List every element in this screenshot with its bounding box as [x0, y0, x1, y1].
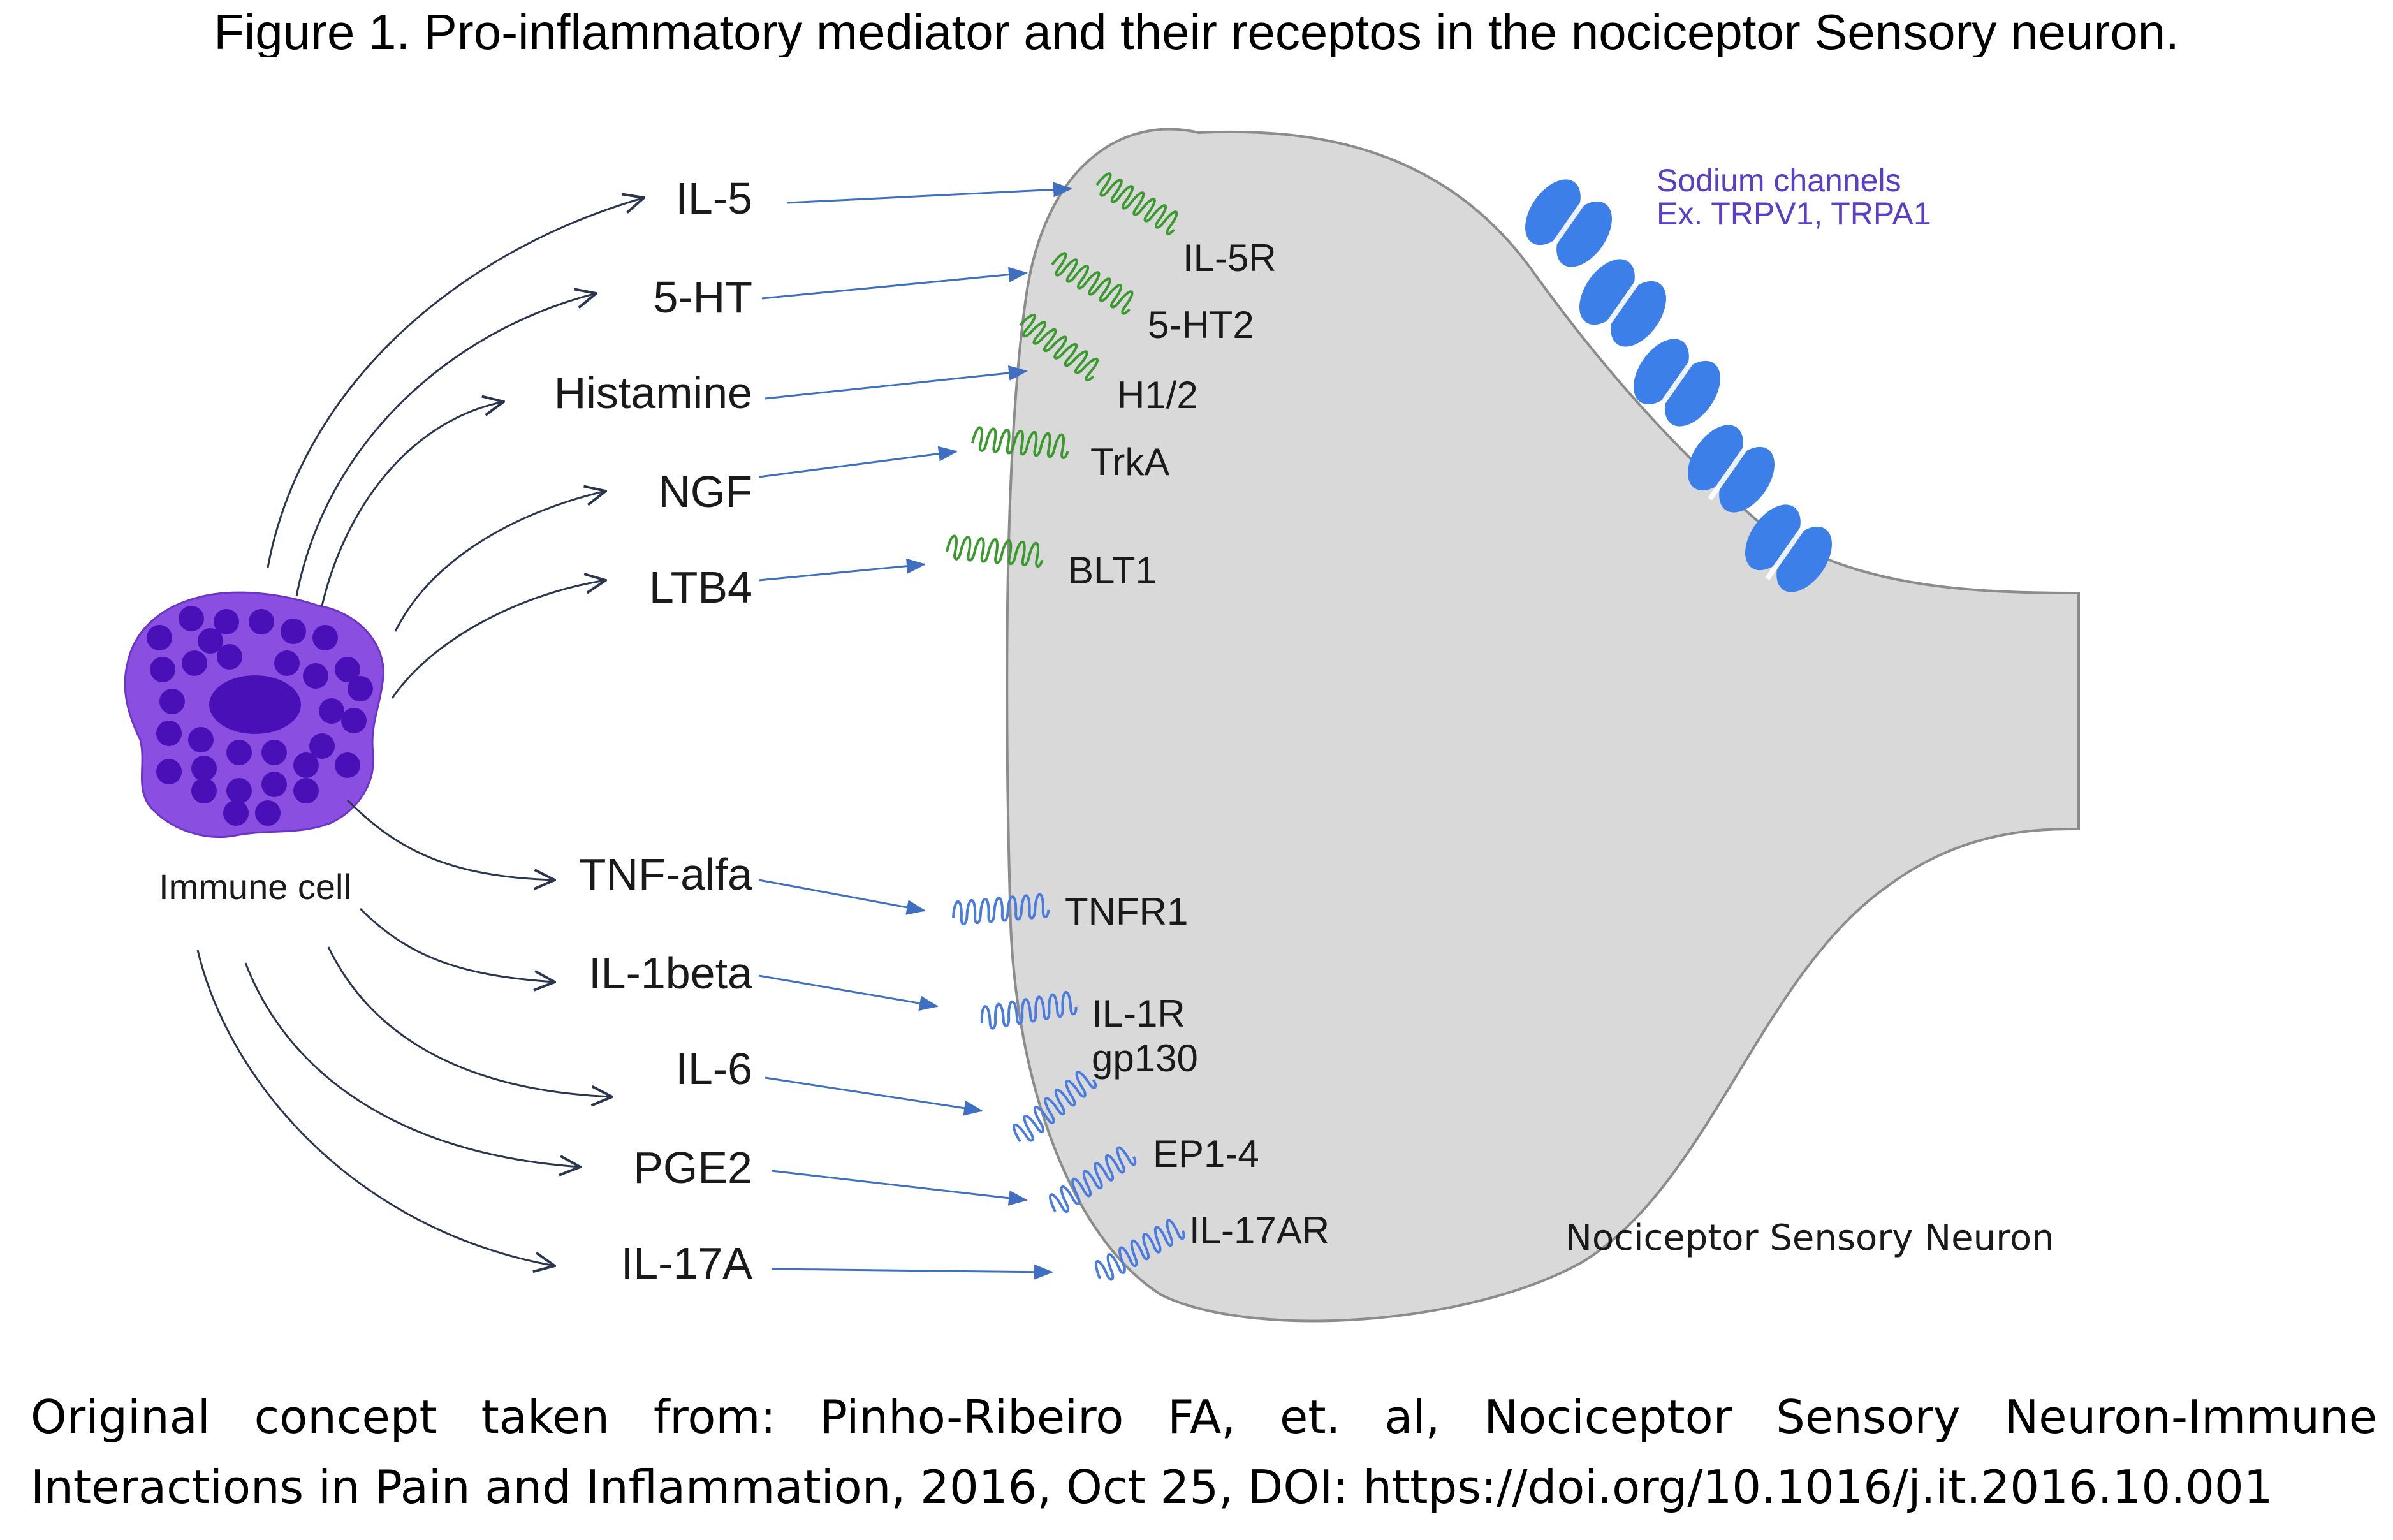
cell-granule	[156, 721, 182, 746]
receptor-label-blt1: BLT1	[1068, 549, 1157, 592]
cell-granule	[217, 644, 242, 670]
sodium-channel	[1745, 504, 1832, 592]
cell-granule	[223, 800, 249, 826]
cell-granule	[341, 708, 367, 733]
cell-granule	[249, 609, 274, 634]
binding-arrow	[758, 446, 958, 478]
cell-granule	[281, 619, 306, 644]
cell-granule	[179, 606, 204, 631]
cell-granule	[303, 663, 328, 689]
mediator-label-pge2: PGE2	[633, 1143, 752, 1192]
receptor-label-trka: TrkA	[1090, 441, 1169, 483]
cell-granule	[191, 778, 217, 803]
cell-granule	[150, 657, 175, 682]
cell-granule	[335, 752, 360, 778]
cell-granule	[274, 650, 300, 676]
cell-granule	[312, 625, 338, 650]
mediator-release-arrow	[394, 491, 606, 632]
binding-arrow	[765, 365, 1028, 400]
mediator-label-histamine: Histamine	[554, 368, 752, 418]
binding-arrow	[758, 879, 926, 915]
receptor-label-il1r: IL-1R	[1092, 992, 1185, 1035]
immune-cell	[124, 591, 384, 839]
cell-granule	[182, 650, 207, 676]
caption-line-1: Original concept taken from: Pinho-Ribei…	[31, 1390, 2377, 1444]
neuron-label: Nociceptor Sensory Neuron	[1565, 1217, 2054, 1259]
receptor-icon	[1013, 1071, 1097, 1143]
immune-cell-label: Immune cell	[159, 867, 351, 907]
mediator-label-5ht: 5-HT	[653, 272, 752, 322]
receptor-label-gp130: gp130	[1092, 1037, 1198, 1080]
receptor-label-il5r: IL-5R	[1183, 237, 1277, 279]
receptor-icon	[952, 893, 1050, 926]
receptor-icon	[1019, 313, 1099, 382]
cell-granule	[348, 676, 373, 701]
binding-arrow	[765, 1076, 983, 1116]
receptor-label-h12: H1/2	[1117, 374, 1198, 416]
mediator-label-il17a: IL-17A	[621, 1238, 753, 1288]
cell-granule	[293, 778, 319, 803]
receptor-icon	[1051, 252, 1134, 315]
mediator-label-il6: IL-6	[675, 1044, 752, 1094]
receptor-label-5ht2: 5-HT2	[1148, 304, 1254, 346]
cell-granule	[198, 628, 223, 654]
sodium-channels-examples: Ex. TRPV1, TRPA1	[1657, 196, 1931, 231]
receptor-icon	[1049, 1146, 1137, 1213]
mediator-release-arrow	[295, 293, 596, 597]
receptor-icon	[1095, 1219, 1185, 1281]
cell-granule	[156, 759, 182, 784]
mediator-release-arrow	[321, 402, 504, 606]
mediator-release-arrow	[267, 198, 644, 568]
cell-granule	[226, 740, 252, 765]
mediator-release-arrow	[359, 907, 555, 982]
mediator-label-tnf: TNF-alfa	[579, 849, 752, 899]
figure-title: Figure 1. Pro-inflammatory mediator and …	[214, 4, 2179, 57]
cell-granule	[293, 752, 319, 778]
cell-granule	[159, 689, 185, 714]
mediator-release-arrow	[346, 799, 555, 880]
receptor-icon	[971, 426, 1069, 460]
cell-granule	[226, 778, 252, 803]
mediator-release-arrow	[244, 962, 580, 1167]
cell-granule	[214, 609, 239, 634]
receptor-icon	[946, 534, 1044, 568]
sodium-channels-label: Sodium channels	[1657, 163, 1901, 198]
binding-arrow	[771, 1264, 1053, 1280]
cell-granule	[188, 727, 214, 752]
receptor-label-il17ar: IL-17AR	[1189, 1209, 1329, 1252]
sodium-channel	[1525, 179, 1612, 267]
cell-granule	[147, 625, 172, 650]
binding-arrow	[758, 974, 939, 1011]
receptor-label-ep14: EP1-4	[1153, 1133, 1259, 1175]
mediator-release-arrow	[196, 950, 555, 1266]
cell-granule	[319, 698, 344, 724]
sodium-channel	[1579, 259, 1666, 347]
binding-arrow	[761, 267, 1028, 300]
cell-granule	[191, 756, 217, 781]
cell-granule	[261, 740, 287, 765]
sodium-channel	[1688, 425, 1775, 513]
receptor-icon	[1095, 172, 1178, 235]
cell-granule	[309, 733, 335, 759]
mediator-release-arrow	[327, 946, 612, 1097]
receptor-icon	[980, 990, 1078, 1030]
sodium-channels	[1525, 179, 1832, 592]
mediator-label-il1beta: IL-1beta	[589, 948, 752, 998]
mediator-release-arrow	[391, 580, 606, 699]
mediator-label-ltb4: LTB4	[649, 562, 752, 612]
cell-granule	[255, 800, 281, 826]
receptor-label-tnfr1: TNFR1	[1065, 890, 1188, 933]
cell-granule	[261, 772, 287, 797]
binding-arrow	[787, 182, 1072, 204]
mediator-label-ngf: NGF	[658, 467, 752, 517]
binding-arrow	[771, 1170, 1028, 1206]
cell-granule	[335, 657, 360, 682]
binding-arrow	[758, 558, 926, 582]
mediator-label-il5: IL-5	[675, 173, 752, 223]
neuron-body	[1006, 128, 2080, 1323]
caption-line-2: Interactions in Pain and Inflammation, 2…	[31, 1460, 2273, 1514]
sodium-channel	[1634, 339, 1720, 427]
